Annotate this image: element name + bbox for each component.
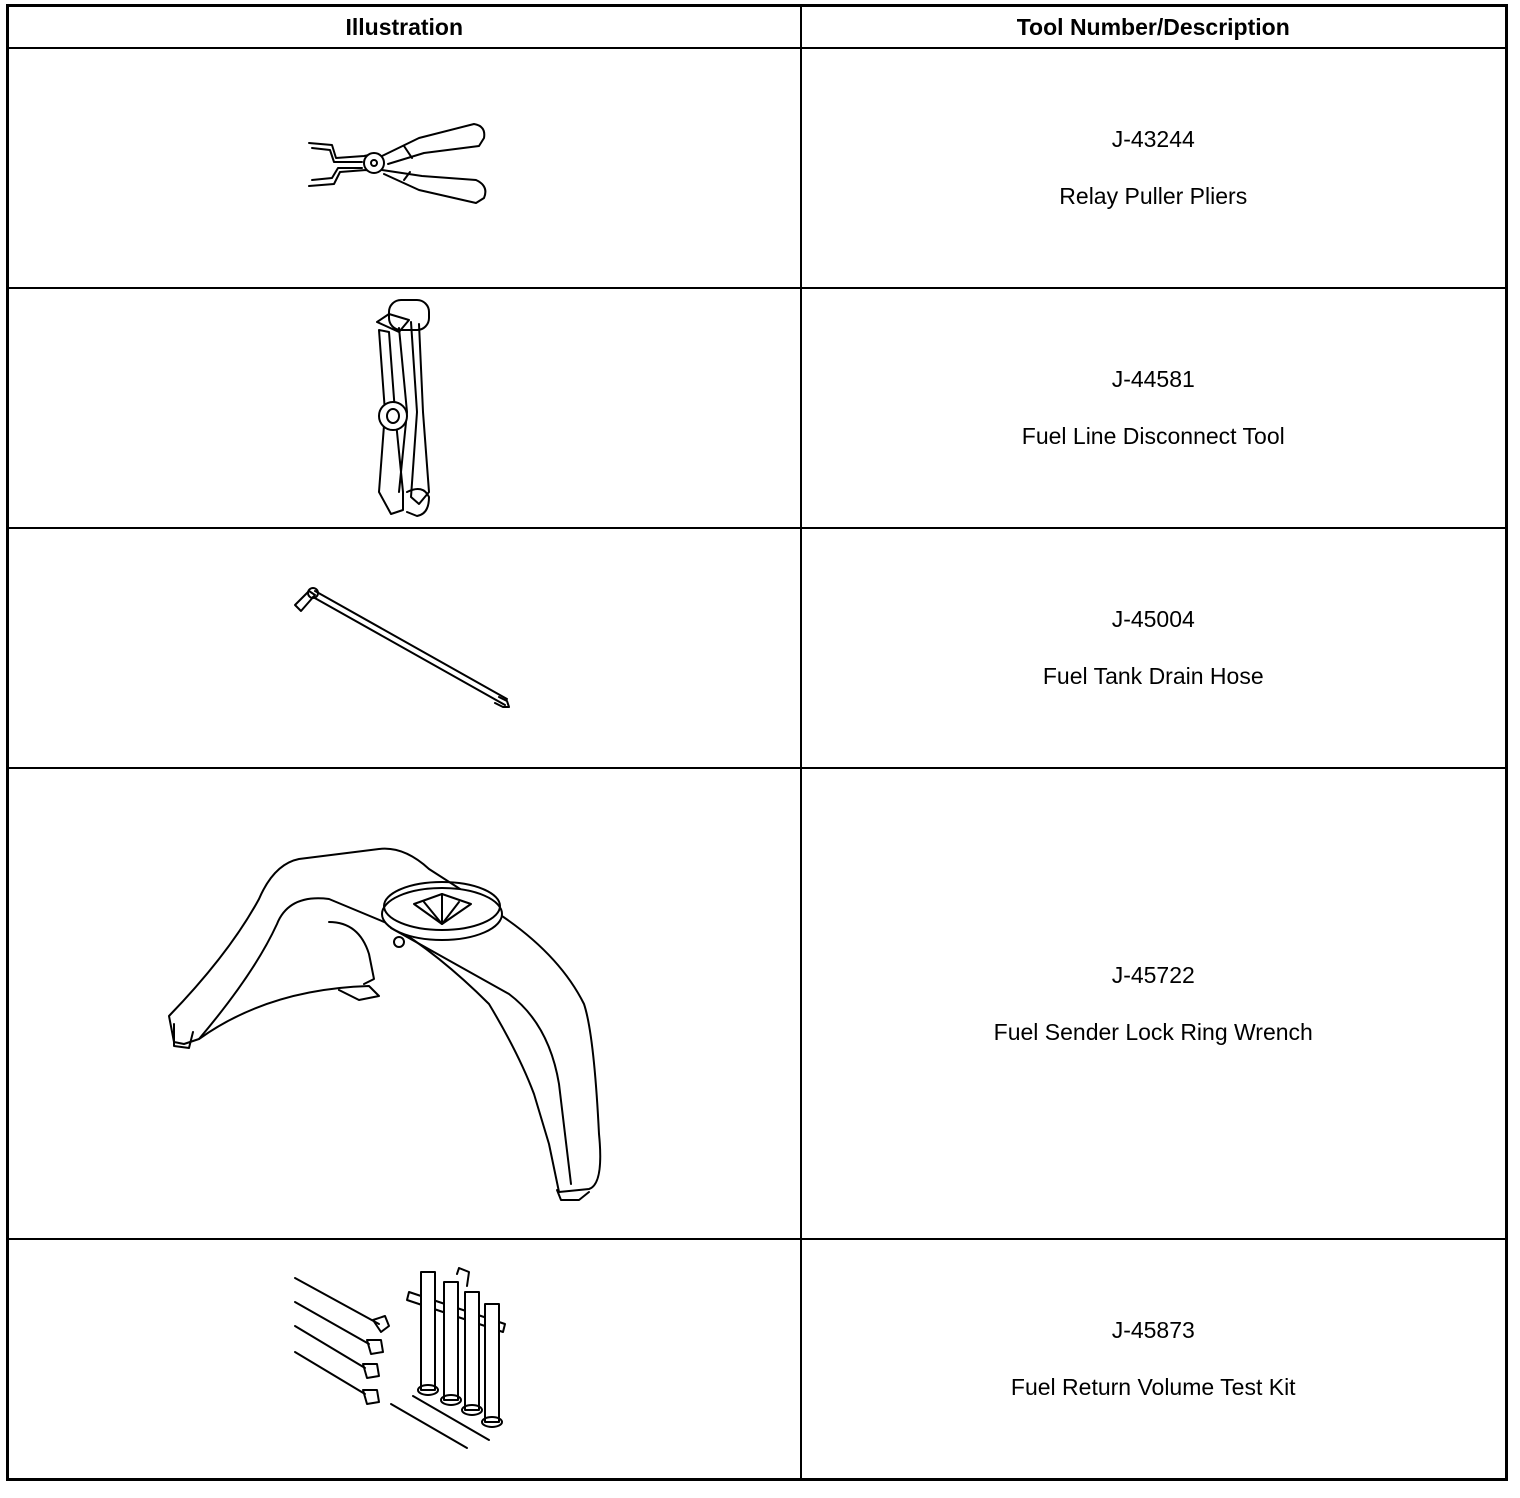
fuel-line-disconnect-tool-icon (376, 299, 431, 517)
illustration-column-header: Illustration (6, 4, 802, 49)
tool-name: Fuel Line Disconnect Tool (1021, 423, 1285, 449)
fuel-tank-drain-hose-icon (294, 587, 511, 708)
tool-number: J-45873 (1111, 1316, 1195, 1343)
tool-name: Fuel Sender Lock Ring Wrench (993, 1018, 1313, 1045)
table-row: J-44581 Fuel Line Disconnect Tool (6, 287, 1508, 529)
illustration-cell (6, 527, 802, 769)
fuel-return-test-kit-icon (294, 1266, 507, 1449)
tool-number: J-43244 (1111, 126, 1195, 152)
illustration-cell (6, 287, 802, 529)
tool-number: J-44581 (1111, 366, 1195, 392)
tool-number: J-45722 (1111, 961, 1195, 988)
description-column-header: Tool Number/Description (799, 4, 1508, 49)
test-probe (294, 1276, 491, 1449)
tool-name: Fuel Tank Drain Hose (1042, 663, 1264, 689)
table-row: J-45873 Fuel Return Volume Test Kit (6, 1238, 1508, 1480)
illustration-cell (6, 767, 802, 1240)
table-header-row: Illustration Tool Number/Description (6, 4, 1508, 49)
table-row: J-45004 Fuel Tank Drain Hose (6, 527, 1508, 769)
description-cell: J-43244 Relay Puller Pliers (799, 47, 1508, 289)
tool-table: Illustration Tool Number/Description (6, 4, 1508, 1481)
tool-name: Relay Puller Pliers (1059, 183, 1248, 209)
illustration-cell (6, 47, 802, 289)
table-row: J-43244 Relay Puller Pliers (6, 47, 1508, 289)
description-cell: J-44581 Fuel Line Disconnect Tool (799, 287, 1508, 529)
lock-ring-wrench-icon (168, 847, 602, 1201)
test-cylinder-rack (406, 1266, 507, 1428)
tool-name: Fuel Return Volume Test Kit (1010, 1373, 1296, 1400)
table-row: J-45722 Fuel Sender Lock Ring Wrench (6, 767, 1508, 1240)
tool-number: J-45004 (1111, 606, 1195, 632)
description-cell: J-45722 Fuel Sender Lock Ring Wrench (799, 767, 1508, 1240)
description-cell: J-45873 Fuel Return Volume Test Kit (799, 1238, 1508, 1480)
illustration-cell (6, 1238, 802, 1480)
description-cell: J-45004 Fuel Tank Drain Hose (799, 527, 1508, 769)
relay-puller-pliers-icon (308, 123, 487, 204)
